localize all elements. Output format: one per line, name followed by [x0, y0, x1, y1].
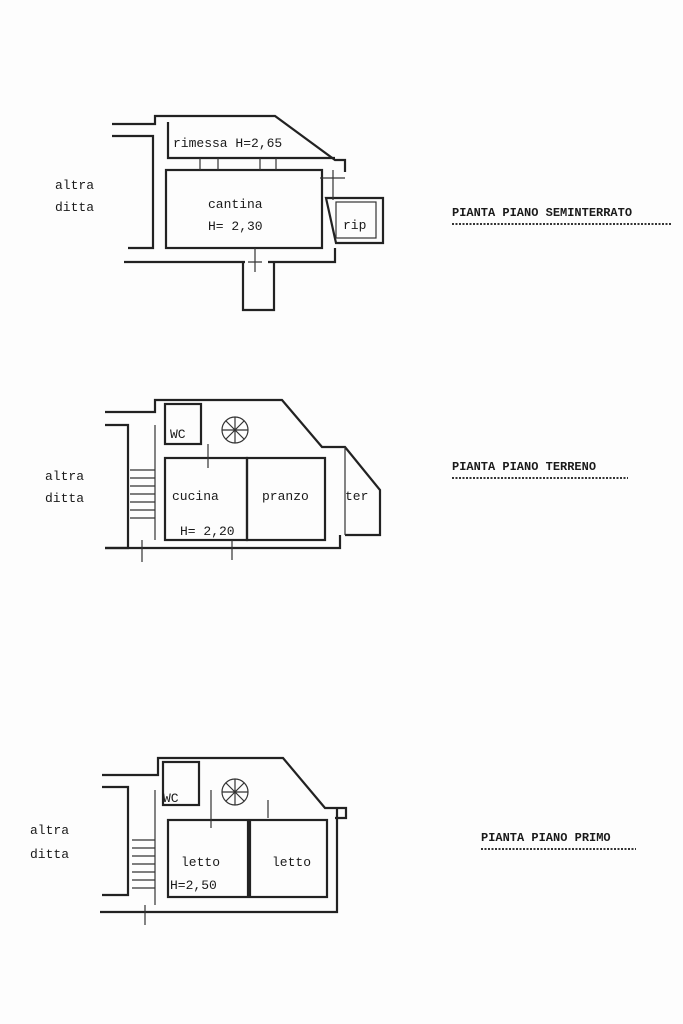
- neighbor-label: ditta: [45, 491, 84, 506]
- room-label: ter: [345, 489, 368, 504]
- room-height: H=2,50: [170, 878, 217, 893]
- room-height: H= 2,30: [208, 219, 263, 234]
- room-height: H= 2,20: [180, 524, 235, 539]
- room-label: cantina: [208, 197, 263, 212]
- neighbor-label: ditta: [30, 847, 69, 862]
- neighbor-label: altra: [30, 823, 69, 838]
- room-label: cucina: [172, 489, 219, 504]
- room-label: WC: [163, 791, 179, 806]
- room-label: rip: [343, 218, 366, 233]
- plan-primo: WC letto letto H=2,50 altra ditta PIANTA…: [30, 756, 636, 925]
- plan-title: PIANTA PIANO PRIMO: [481, 831, 611, 845]
- neighbor-label: altra: [55, 178, 94, 193]
- plan-terreno: WC cucina pranzo ter H= 2,20 altra ditta…: [45, 398, 628, 562]
- room-label: letto: [272, 855, 311, 870]
- room-label: pranzo: [262, 489, 309, 504]
- neighbor-label: altra: [45, 469, 84, 484]
- room-label: letto: [181, 855, 220, 870]
- plan-title: PIANTA PIANO TERRENO: [452, 460, 596, 474]
- neighbor-label: ditta: [55, 200, 94, 215]
- plan-seminterrato: rimessa H=2,65 cantina H= 2,30 rip altra…: [55, 114, 672, 312]
- room-label: rimessa H=2,65: [173, 136, 282, 151]
- room-label: WC: [170, 427, 186, 442]
- plan-title: PIANTA PIANO SEMINTERRATO: [452, 206, 632, 220]
